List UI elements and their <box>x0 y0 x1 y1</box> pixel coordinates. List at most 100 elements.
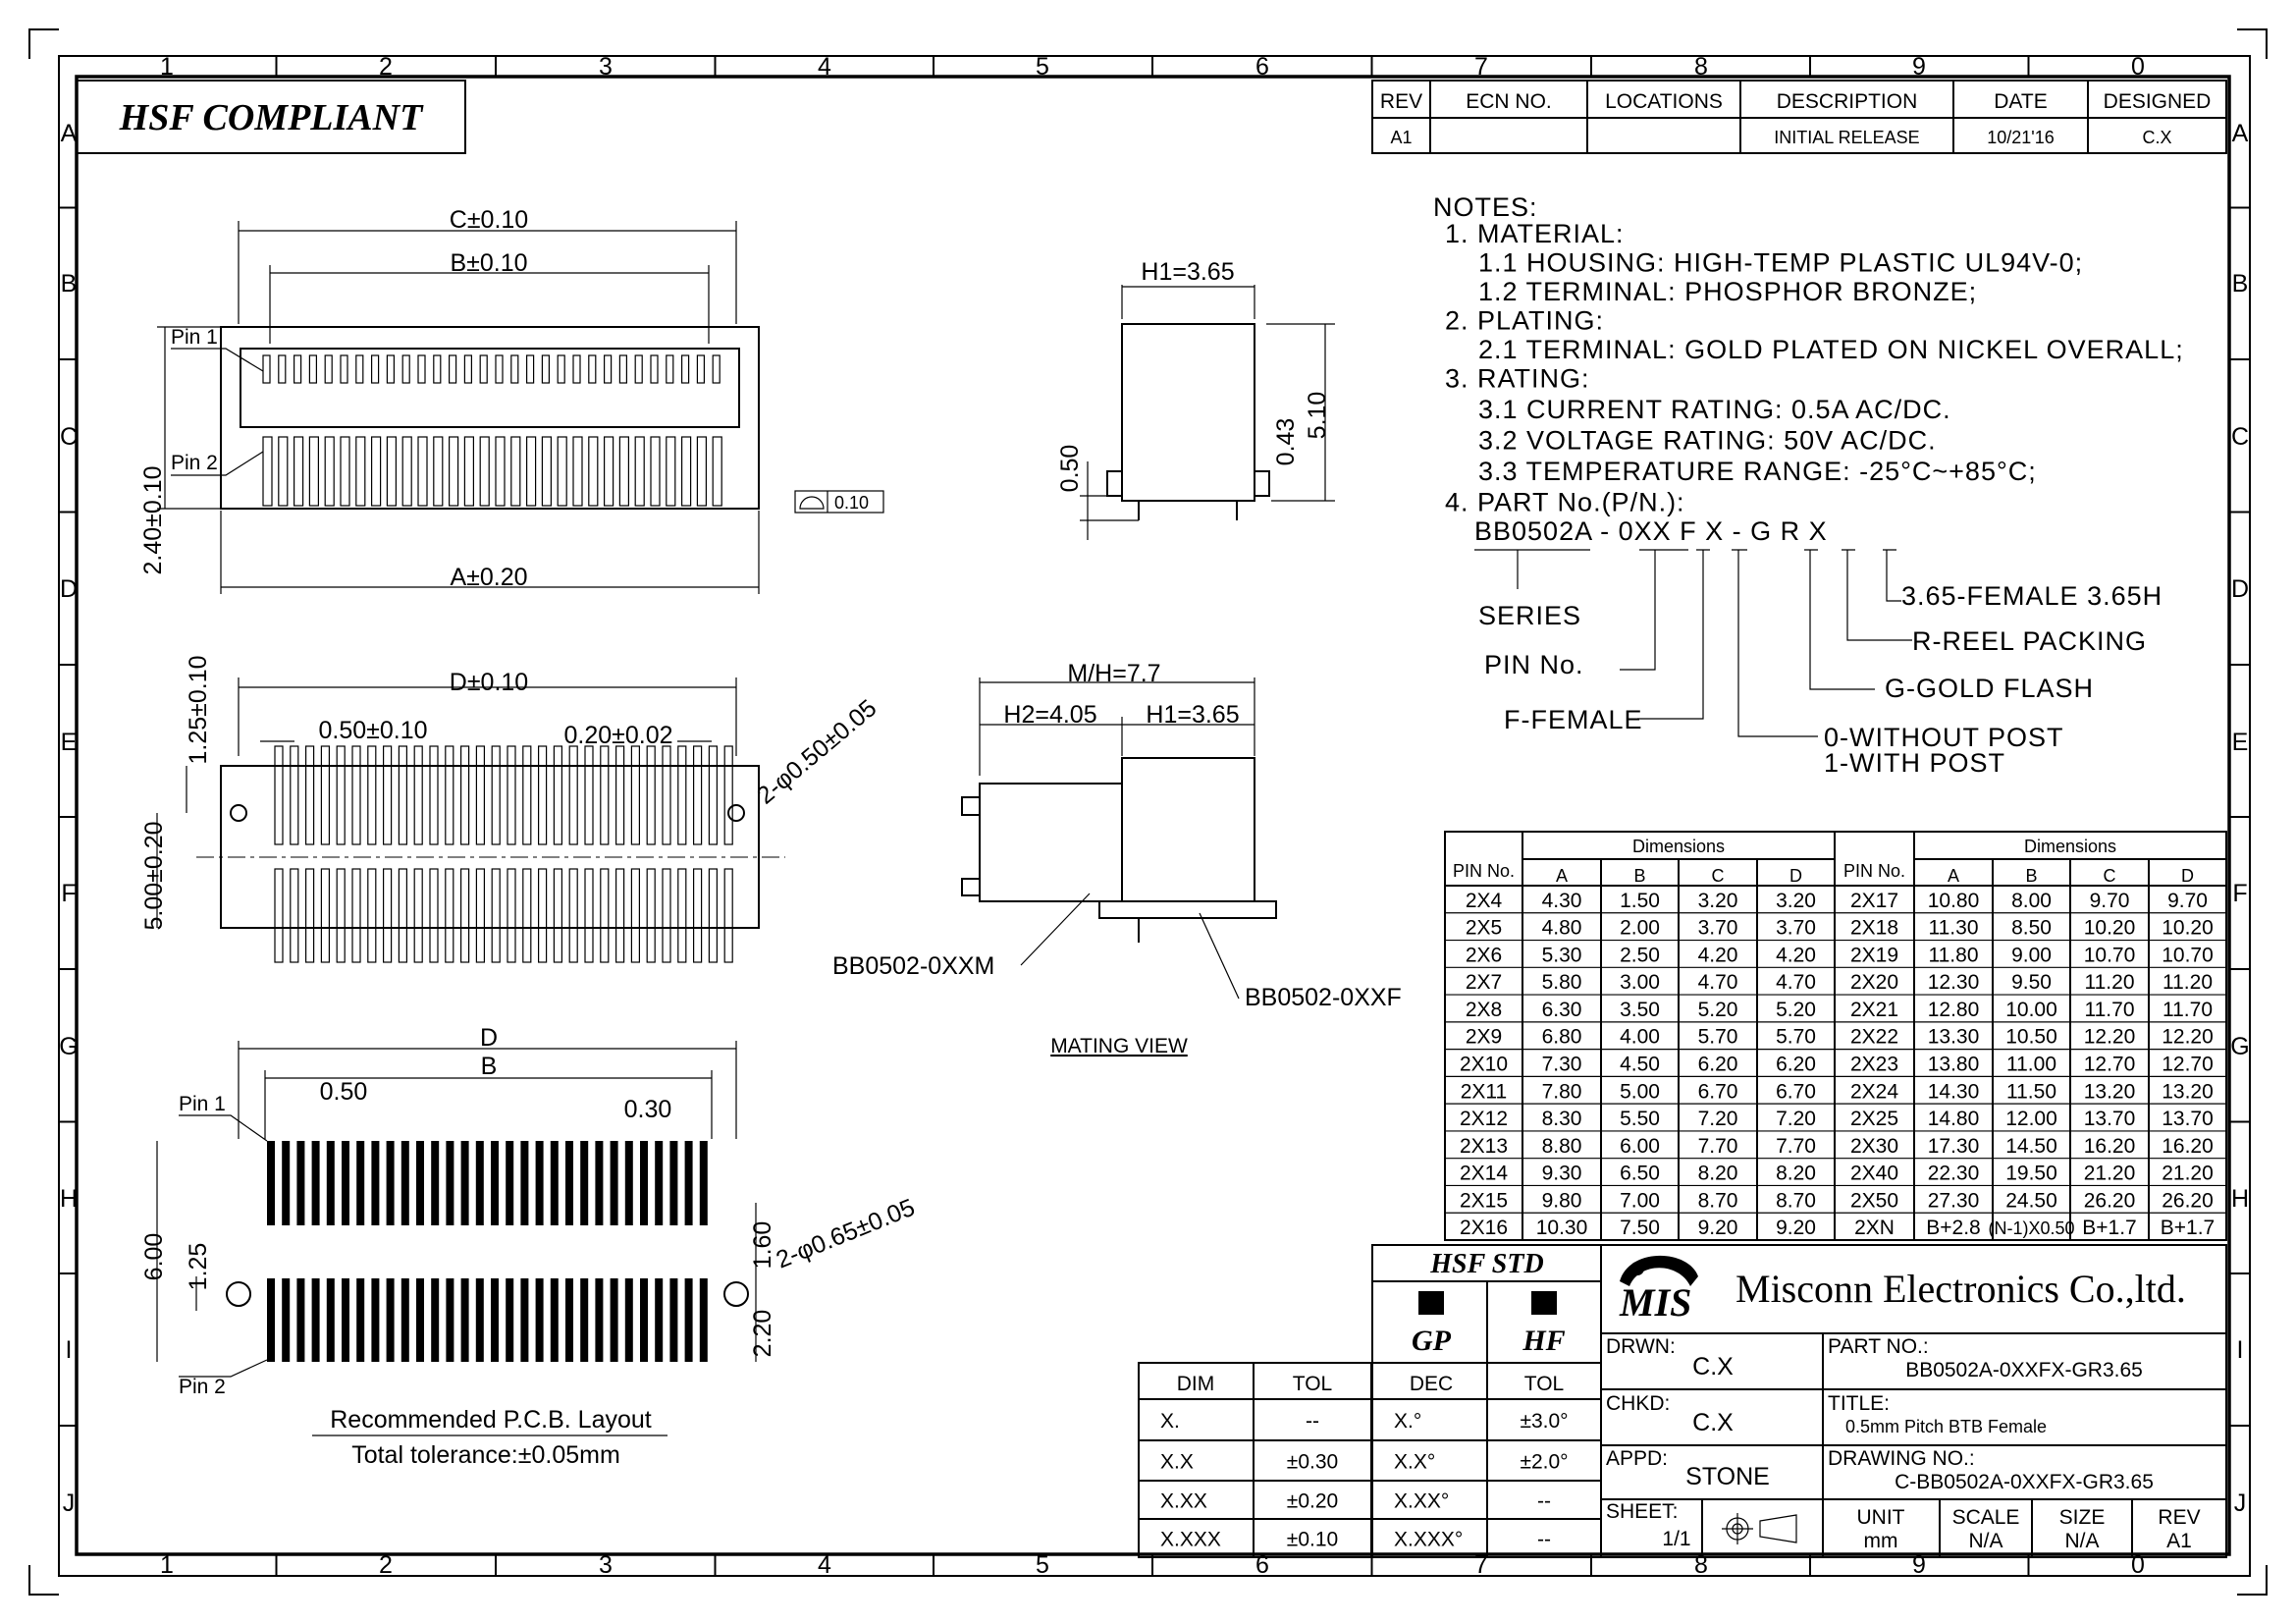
pcb-pad <box>624 1141 633 1225</box>
revision-cell: 10/21'16 <box>1987 128 2055 147</box>
dimension-cell: 11.70 <box>2085 999 2135 1021</box>
dimension-cell: 7.30 <box>1542 1054 1582 1076</box>
dimension-cell: 27.30 <box>1928 1189 1980 1212</box>
dimension-cell: 7.20 <box>1698 1108 1738 1130</box>
column-marker-top: 8 <box>1694 53 1708 81</box>
hole-callout: 2-φ0.50±0.05 <box>752 694 882 810</box>
dimension-cell: 4.70 <box>1776 971 1816 994</box>
dimension-cell: 2X11 <box>1461 1080 1508 1103</box>
dimension-cell: 2X30 <box>1850 1135 1898 1158</box>
dimension-cell: 13.20 <box>2162 1080 2214 1103</box>
column-marker-top: 9 <box>1912 53 1926 81</box>
dimension-cell: 13.30 <box>1928 1026 1980 1049</box>
dimension-cell: 14.30 <box>1928 1080 1980 1103</box>
dimension-cell: 14.50 <box>2005 1135 2057 1158</box>
dimension-cell: 5.80 <box>1542 971 1582 994</box>
note-line: 1.2 TERMINAL: PHOSPHOR BRONZE; <box>1478 277 1977 306</box>
note-line: 3.2 VOLTAGE RATING: 50V AC/DC. <box>1478 426 1937 456</box>
pcb-pad <box>431 1141 440 1225</box>
dimension-cell: 8.20 <box>1698 1163 1738 1185</box>
dimension-col-header: B <box>2025 866 2037 886</box>
tol-value: -- <box>1306 1410 1319 1433</box>
dimension-cell: 2X8 <box>1466 999 1502 1021</box>
revision-header: DESIGNED <box>2104 90 2212 113</box>
a-dimension: A±0.20 <box>450 564 527 591</box>
pcb-pad <box>460 1278 469 1362</box>
pcb-pad <box>684 1141 693 1225</box>
dimension-cell: 2X12 <box>1460 1108 1508 1130</box>
dimension-cell: 11.80 <box>1929 944 1979 966</box>
dim-220: 2.20 <box>749 1310 776 1358</box>
tol-value: ±3.0° <box>1520 1410 1568 1433</box>
pcb-pad <box>491 1141 499 1225</box>
dimension-cell: 26.20 <box>2084 1189 2136 1212</box>
bottom-view: D±0.10 0.50±0.10 0.20±0.02 1.25±0.10 5.0… <box>140 655 882 963</box>
pcb-pad <box>655 1278 664 1362</box>
male-part-label: BB0502-0XXM <box>832 952 994 980</box>
column-marker-top: 2 <box>379 53 393 81</box>
pcb-layout-title: Recommended P.C.B. Layout <box>330 1406 652 1434</box>
dimension-cell: 2X19 <box>1850 944 1898 966</box>
gp-label: GP <box>1412 1325 1452 1357</box>
dimension-cell: 2X20 <box>1850 971 1898 994</box>
revision-cell: A1 <box>1390 128 1412 147</box>
sheet-label: SHEET: <box>1606 1500 1679 1523</box>
dimension-cell: 9.20 <box>1698 1217 1738 1239</box>
dimension-cell: 8.30 <box>1542 1108 1582 1130</box>
column-marker-top: 0 <box>2131 53 2145 81</box>
dimension-cell: 19.50 <box>2005 1163 2057 1185</box>
pcb-pad <box>386 1141 395 1225</box>
row-marker-right: J <box>2234 1489 2247 1517</box>
pin2-label: Pin 2 <box>171 452 218 474</box>
pcb-pad <box>311 1141 320 1225</box>
pcb-pad <box>520 1278 529 1362</box>
pcb-pad <box>416 1278 424 1362</box>
tol-value: -- <box>1537 1529 1551 1551</box>
pcb-pad <box>640 1141 648 1225</box>
dimension-cell: 8.70 <box>1776 1189 1816 1212</box>
pcb-b-dimension: B <box>481 1053 498 1080</box>
dim-value: X.XXX <box>1160 1529 1221 1551</box>
dimension-cell: 26.20 <box>2162 1189 2214 1212</box>
column-marker-bottom: 0 <box>2131 1551 2145 1579</box>
dimension-cell: 2X10 <box>1460 1054 1508 1076</box>
tol-value: ±0.20 <box>1287 1490 1338 1513</box>
dimension-cell: 6.70 <box>1776 1080 1816 1103</box>
note-line: 2. PLATING: <box>1445 306 1604 336</box>
tol-value: ±0.30 <box>1287 1451 1338 1474</box>
dimension-cell: 2X15 <box>1460 1189 1508 1212</box>
dimension-cell: 4.70 <box>1698 971 1738 994</box>
dimension-cell: 2X23 <box>1850 1054 1898 1076</box>
unit-value: mm <box>1864 1530 1898 1552</box>
revision-header: DATE <box>1994 90 2047 113</box>
pcb-pad <box>550 1141 559 1225</box>
dim-value: X. <box>1160 1410 1180 1433</box>
dimension-cell: 9.30 <box>1542 1163 1582 1185</box>
dim-value: X.XX <box>1160 1490 1207 1513</box>
row-marker-left: J <box>63 1489 76 1517</box>
column-marker-top: 1 <box>160 53 174 81</box>
dimension-cell: 2X18 <box>1850 917 1898 940</box>
pcb-pad <box>565 1141 573 1225</box>
dimension-cell: 11.30 <box>1929 917 1979 940</box>
dimension-col-header: D <box>2181 866 2194 886</box>
pcb-pad <box>416 1141 424 1225</box>
flatness-icon <box>799 496 825 510</box>
row-marker-left: G <box>59 1033 78 1060</box>
row-marker-right: G <box>2230 1033 2249 1060</box>
dimension-cell: 10.30 <box>1536 1217 1588 1239</box>
pcb-pad <box>267 1278 275 1362</box>
dimension-cell: 17.30 <box>1928 1135 1980 1158</box>
h1-dimension: H1=3.65 <box>1146 701 1239 729</box>
column-marker-top: 7 <box>1474 53 1488 81</box>
dimension-cell: 12.30 <box>1928 971 1980 994</box>
dimension-cell: 3.70 <box>1698 917 1738 940</box>
dimension-cell: 12.80 <box>1928 999 1980 1021</box>
dim-050: 0.50 <box>1056 445 1084 493</box>
dimension-cell: 7.00 <box>1620 1189 1660 1212</box>
column-marker-bottom: 4 <box>818 1551 831 1579</box>
tol-header: TOL <box>1293 1373 1332 1395</box>
